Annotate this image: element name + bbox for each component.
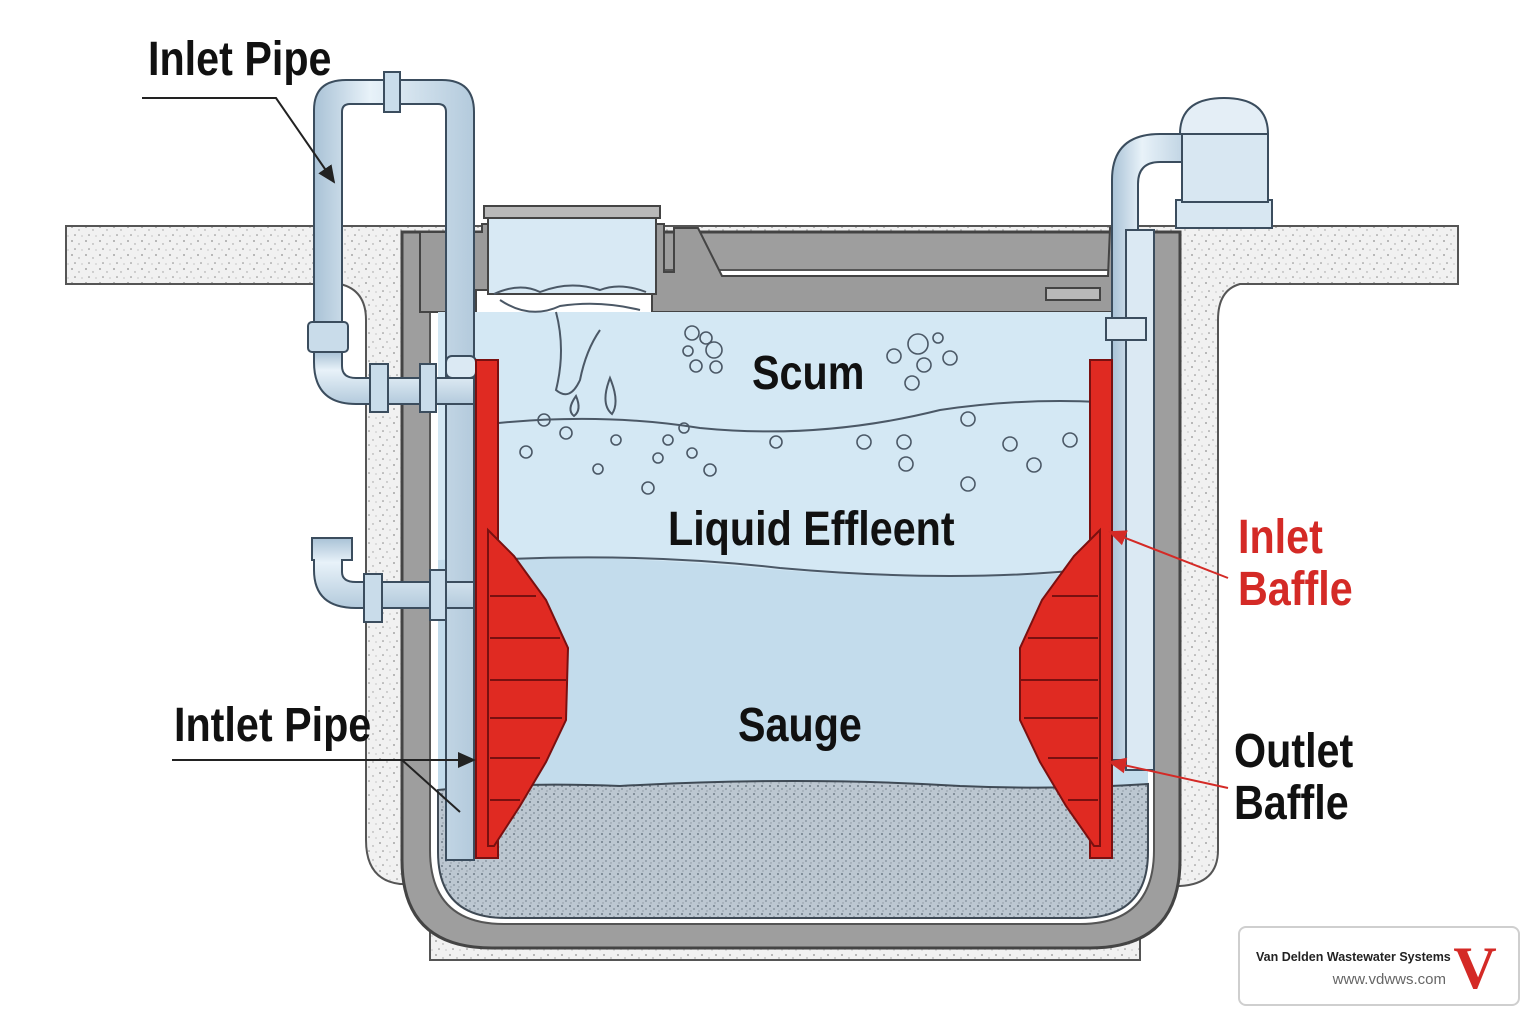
leader-lines	[142, 97, 476, 813]
inlet-baffle-left	[475, 359, 570, 859]
scum-froth	[493, 284, 647, 418]
label-outlet-baffle-line2: Baffle	[1234, 777, 1349, 830]
label-outlet-baffle-line1: Outlet	[1234, 725, 1354, 778]
label-intlet-pipe-bottom: Intlet Pipe	[174, 699, 372, 752]
bubbles	[519, 325, 1078, 495]
label-inlet-pipe-top: Inlet Pipe	[148, 33, 332, 86]
inlet-pipe-top-leader	[142, 97, 336, 184]
sludge-layer	[437, 780, 1149, 919]
label-liquid-effluent: Liquid Effleent	[668, 503, 955, 556]
brand-card: Van Delden Wastewater Systems www.vdwws.…	[1238, 926, 1520, 1006]
baffle-leader-lines	[1108, 530, 1229, 789]
brand-logo-icon: V	[1453, 938, 1496, 1000]
outlet-baffle-leader	[1108, 757, 1229, 789]
brand-logo-letter: V	[1453, 938, 1496, 1000]
brand-name: Van Delden Wastewater Systems	[1256, 950, 1451, 964]
intlet-pipe-bottom-leader-2	[401, 759, 461, 813]
label-inlet-baffle-line2: Baffle	[1238, 563, 1353, 616]
brand-url: www.vdwws.com	[1332, 971, 1446, 988]
label-inlet-baffle-line1: Inlet	[1238, 511, 1323, 564]
outlet-baffle-right	[1019, 359, 1113, 859]
label-scum: Scum	[752, 347, 865, 400]
label-sludge: Sauge	[738, 699, 862, 752]
inlet-pipe-assembly	[307, 71, 477, 861]
outlet-pipe-assembly	[1045, 96, 1273, 771]
inlet-baffle-leader	[1108, 530, 1229, 579]
